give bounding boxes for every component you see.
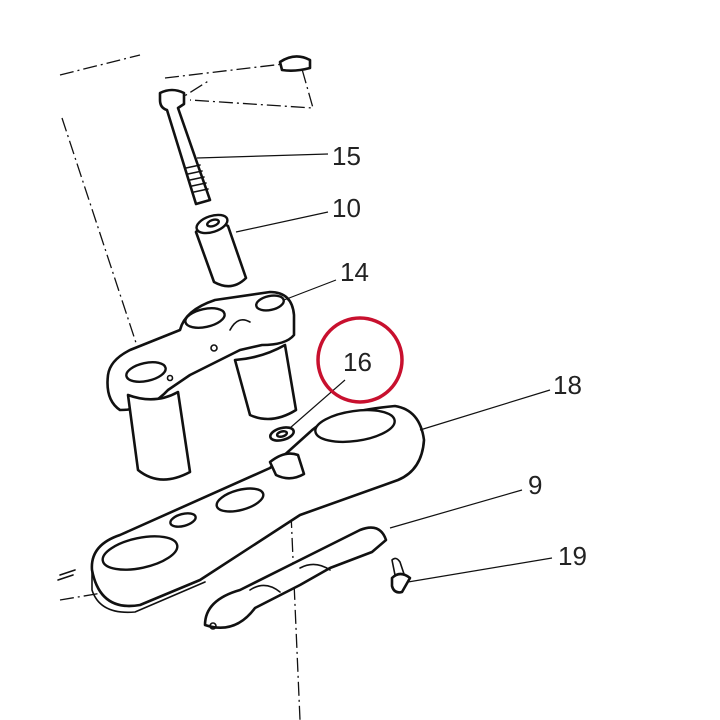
callout-label-18: 18 xyxy=(553,370,582,400)
top-cap-fragment xyxy=(278,55,312,72)
callout-label-10: 10 xyxy=(332,193,361,223)
callout-label-9: 9 xyxy=(528,470,542,500)
callout-label-14: 14 xyxy=(340,257,369,287)
screw-part-19 xyxy=(390,557,412,594)
lower-clamp-part-18 xyxy=(57,404,426,614)
bushing-part-10 xyxy=(194,213,248,288)
bracket-part-9 xyxy=(203,526,388,630)
callout-label-19: 19 xyxy=(558,541,587,571)
highlight-ring xyxy=(316,316,404,404)
bolt-part-15 xyxy=(158,88,212,206)
upper-clamp-part-14 xyxy=(106,290,298,481)
callout-label-16: 16 xyxy=(343,347,372,377)
callout-label-15: 15 xyxy=(332,141,361,171)
washer-part-16 xyxy=(269,426,295,442)
leader-lines xyxy=(196,153,553,583)
